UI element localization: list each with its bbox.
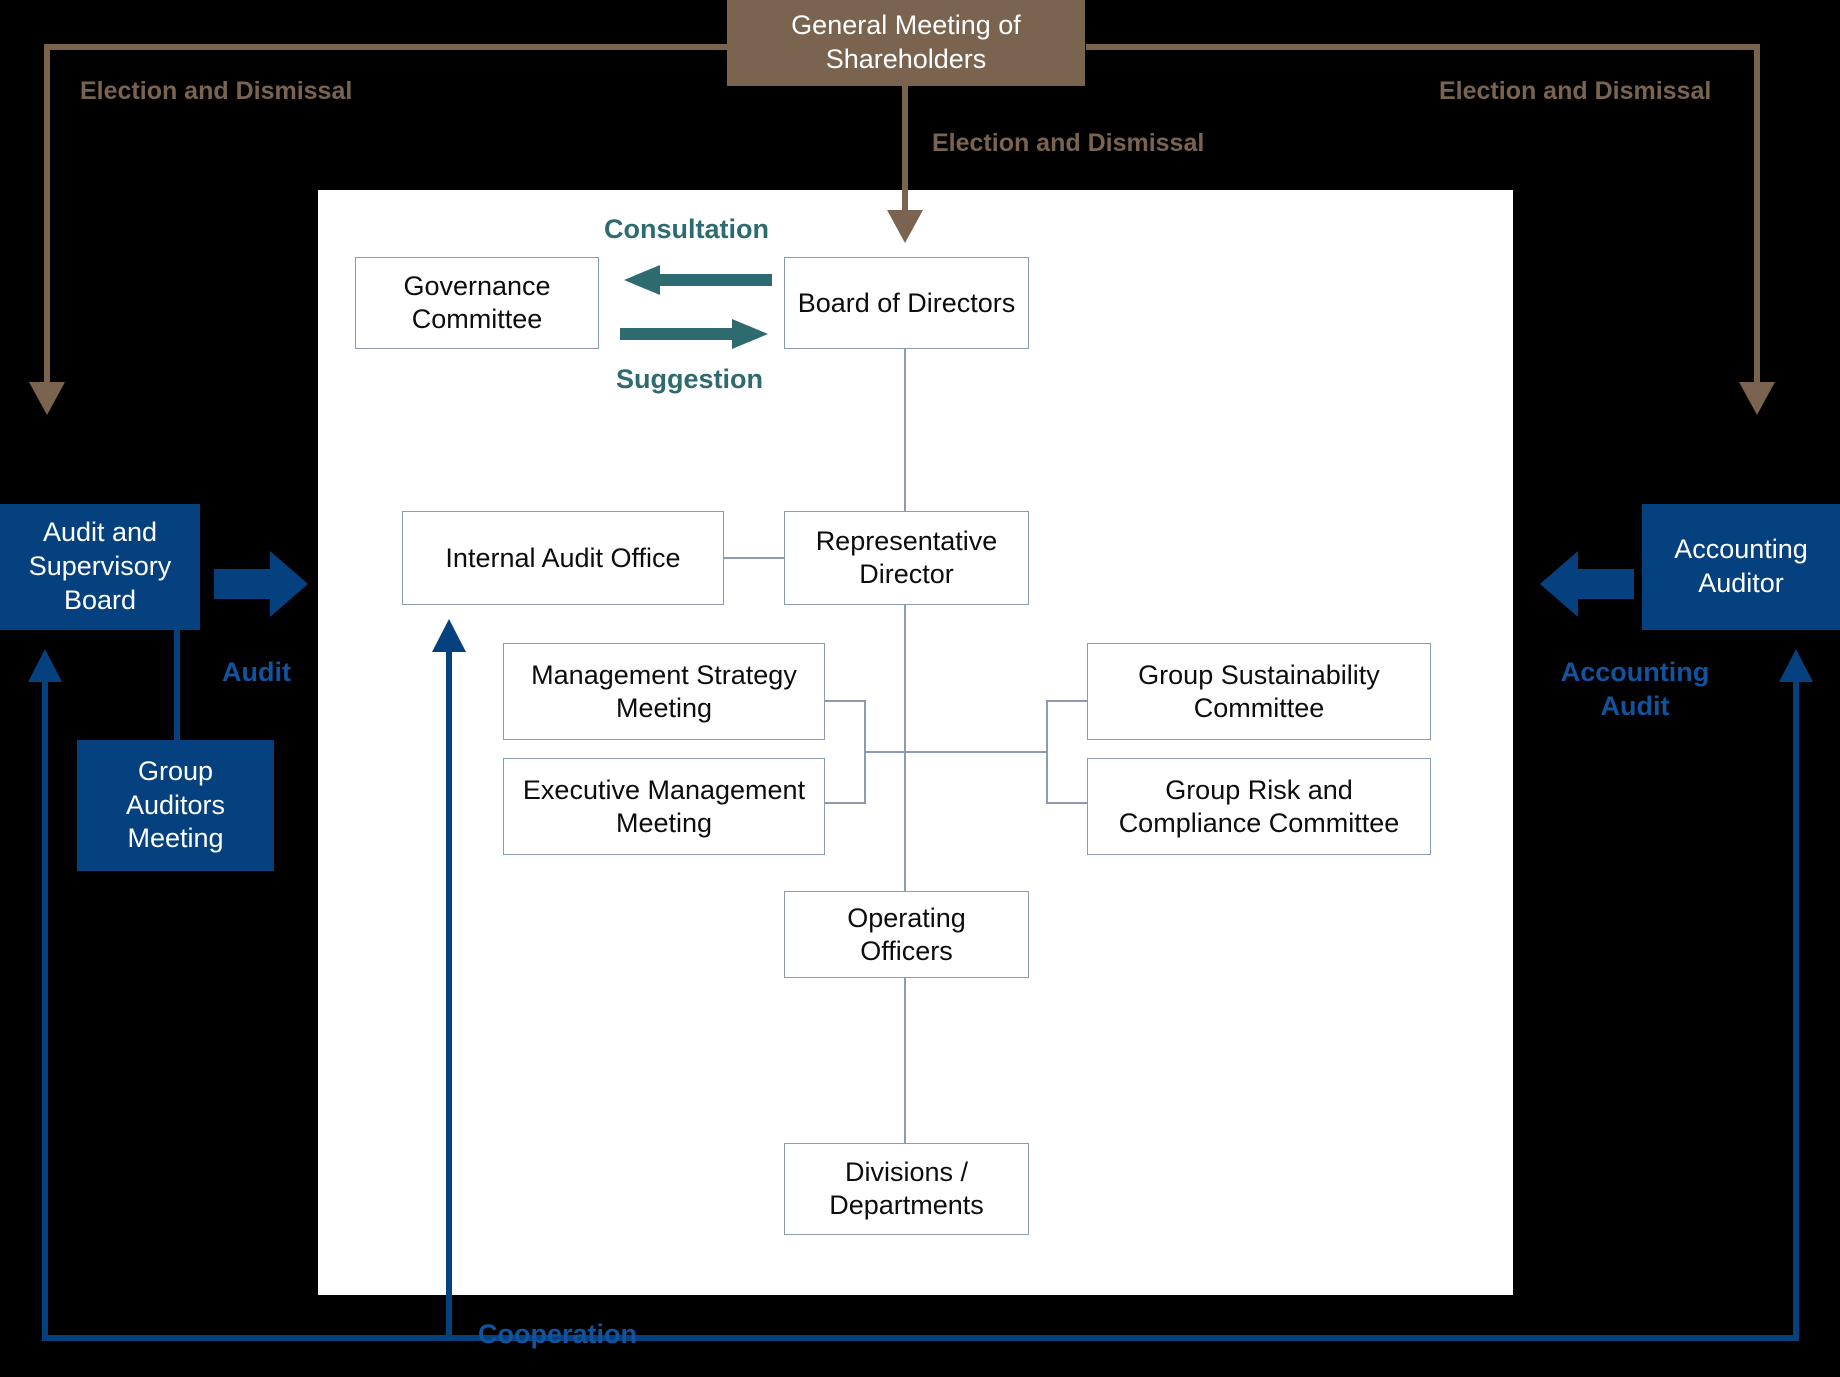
- node-governance-committee[interactable]: Governance Committee: [355, 257, 599, 349]
- brown-line-right-vertical: [1754, 44, 1760, 384]
- node-executive-management-meeting[interactable]: Executive Management Meeting: [503, 758, 825, 855]
- arrowhead-cooperation-center-up: [432, 619, 466, 652]
- node-audit-and-supervisory-board[interactable]: Audit and Supervisory Board: [0, 504, 200, 630]
- brown-bus-left: [44, 44, 728, 50]
- line-cooperation-bus: [42, 1335, 1799, 1341]
- node-accounting-auditor[interactable]: Accounting Auditor: [1642, 504, 1840, 630]
- company-panel: [318, 190, 1513, 1295]
- line-gsc-stub: [1046, 700, 1088, 702]
- brown-line-left-vertical: [44, 44, 50, 384]
- label-consultation: Consultation: [604, 214, 769, 244]
- arrow-audit-right: [214, 551, 308, 617]
- node-divisions-departments[interactable]: Divisions / Departments: [784, 1143, 1029, 1235]
- label-election-dismissal-center: Election and Dismissal: [932, 129, 1205, 157]
- label-audit: Audit: [222, 657, 291, 687]
- node-group-sustainability-committee[interactable]: Group Sustainability Committee: [1087, 643, 1431, 740]
- line-board-to-repdirector: [904, 348, 906, 518]
- label-election-dismissal-right: Election and Dismissal: [1439, 77, 1712, 105]
- line-left-bracket-to-spine: [864, 751, 906, 753]
- node-internal-audit-office[interactable]: Internal Audit Office: [402, 511, 724, 605]
- label-election-dismissal-left: Election and Dismissal: [80, 77, 353, 105]
- line-asb-to-group-auditors: [174, 630, 180, 742]
- label-accounting-audit: Accounting Audit: [1560, 657, 1710, 721]
- line-cooperation-left-vertical: [42, 680, 48, 1341]
- arrowhead-cooperation-right-up: [1779, 649, 1813, 682]
- brown-arrowhead-right: [1739, 382, 1775, 415]
- brown-arrowhead-left: [29, 382, 65, 415]
- node-general-meeting-of-shareholders[interactable]: General Meeting of Shareholders: [727, 0, 1085, 86]
- arrow-suggestion-right: [620, 319, 768, 349]
- arrow-consultation-left: [624, 265, 772, 295]
- node-group-auditors-meeting[interactable]: Group Auditors Meeting: [77, 740, 274, 871]
- brown-arrowhead-center: [887, 210, 923, 243]
- brown-line-center-vertical: [902, 84, 908, 214]
- line-emm-stub: [824, 802, 866, 804]
- line-right-bracket-to-spine: [904, 751, 1048, 753]
- label-cooperation: Cooperation: [478, 1319, 637, 1349]
- node-representative-director[interactable]: Representative Director: [784, 511, 1029, 605]
- node-operating-officers[interactable]: Operating Officers: [784, 891, 1029, 978]
- node-management-strategy-meeting[interactable]: Management Strategy Meeting: [503, 643, 825, 740]
- arrow-accounting-audit-left: [1540, 551, 1634, 617]
- line-msm-stub: [824, 700, 866, 702]
- line-grcc-stub: [1046, 802, 1088, 804]
- arrowhead-cooperation-left-up: [28, 649, 62, 682]
- line-officers-to-divisions: [904, 975, 906, 1143]
- brown-bus-right: [1086, 44, 1760, 50]
- line-cooperation-center-vertical: [446, 650, 452, 1341]
- line-cooperation-right-vertical: [1793, 680, 1799, 1341]
- node-group-risk-and-compliance-committee[interactable]: Group Risk and Compliance Committee: [1087, 758, 1431, 855]
- line-repdirector-down: [904, 604, 906, 894]
- node-board-of-directors[interactable]: Board of Directors: [784, 257, 1029, 349]
- line-internalaudit-to-repdirector: [724, 557, 784, 559]
- label-suggestion: Suggestion: [616, 364, 763, 394]
